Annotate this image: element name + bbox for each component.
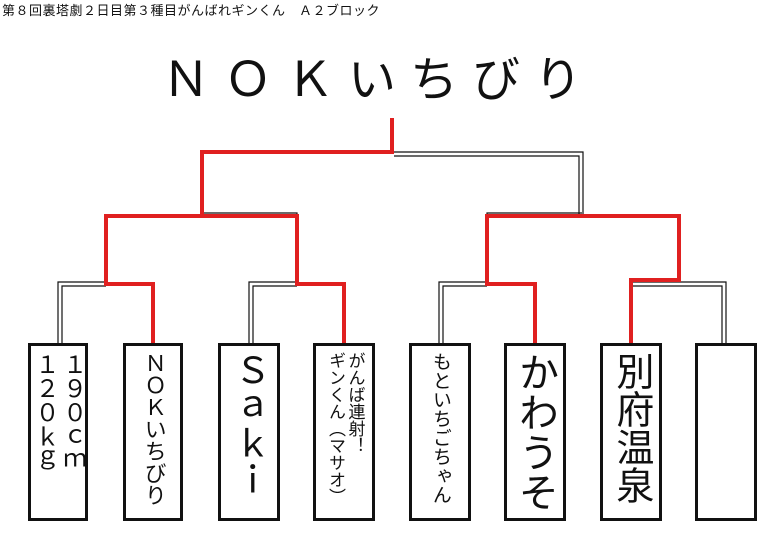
r1-line-1b <box>61 285 106 343</box>
entrant-name-7: 別府温泉 <box>609 352 654 504</box>
entrant-box-6: かわうそ <box>504 343 566 521</box>
entrant-name-3: Ｓａｋｉ <box>228 352 270 496</box>
entrant-box-5: もといちごちゃん <box>409 343 471 521</box>
r1-line-3 <box>248 281 297 343</box>
entrant-name-6: かわうそ <box>512 352 558 512</box>
r1-line-8b <box>630 285 723 343</box>
r1-line-8 <box>630 281 727 343</box>
entrant-box-7: 別府温泉 <box>600 343 662 521</box>
entrant-name-1: １９０ｃｍ １２０ｋｇ <box>31 352 87 472</box>
r3-line-right <box>394 151 584 216</box>
entrant-box-1: １９０ｃｍ １２０ｋｇ <box>28 343 88 521</box>
entrant-box-8 <box>695 343 757 521</box>
r1-line-3b <box>252 285 297 343</box>
entrant-box-4: がんば連射！ ギンくん（マサオ） <box>313 343 375 521</box>
winner-name: ＮＯＫいちびり <box>161 52 596 108</box>
win-path-2 <box>202 214 346 343</box>
win-path-final <box>200 118 394 216</box>
win-path-4 <box>583 214 681 343</box>
entrant-box-3: Ｓａｋｉ <box>218 343 280 521</box>
r1-line-5 <box>438 281 487 343</box>
entrant-box-2: ＮＯＫいちびり <box>123 343 183 521</box>
entrant-name-5: もといちごちゃん <box>429 352 452 504</box>
r1-line-1 <box>57 281 106 343</box>
r1-line-5b <box>442 285 487 343</box>
entrant-name-4: がんば連射！ ギンくん（マサオ） <box>325 352 365 505</box>
r2-line-b <box>202 212 298 250</box>
win-path-1 <box>104 214 202 343</box>
page-title: 第８回裏塔劇２日目第３種目がんばれギンくん Ａ２ブロック <box>2 4 381 19</box>
r3-line-right-b <box>394 155 580 216</box>
win-path-3 <box>485 214 583 343</box>
entrant-name-2: ＮＯＫいちびり <box>140 352 166 506</box>
r2-line-c <box>486 212 582 250</box>
